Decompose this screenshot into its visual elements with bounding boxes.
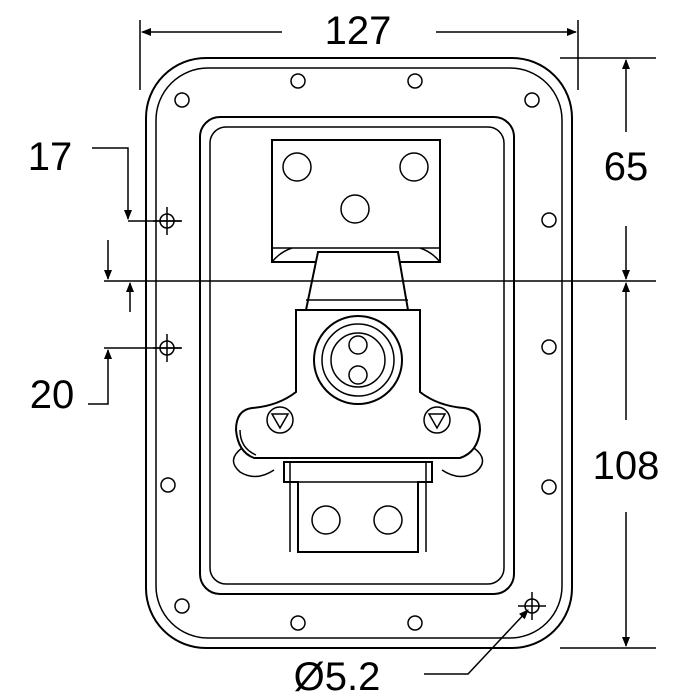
mounting-holes <box>160 73 557 631</box>
mounting-hole <box>174 92 190 108</box>
upper-height-dimension: 65 <box>560 57 656 280</box>
keeper-bracket <box>271 139 441 263</box>
hinge-hole <box>373 505 403 535</box>
hole-diameter-dimension: Ø5.2 <box>294 609 529 699</box>
upper-height-label: 65 <box>604 145 649 189</box>
upper-offset-dimension: 17 <box>28 135 182 280</box>
mounting-hole <box>524 92 540 108</box>
mounting-hole <box>174 598 190 614</box>
mounting-hole <box>290 73 306 89</box>
keeper-hole <box>399 152 429 182</box>
lower-offset-label: 20 <box>30 373 75 417</box>
pivot-rivet <box>266 406 294 434</box>
hole-diameter-label: Ø5.2 <box>294 655 381 699</box>
mounting-hole <box>541 479 557 495</box>
hinge-hole <box>311 505 341 535</box>
lower-height-label: 108 <box>593 444 660 488</box>
keeper-hole <box>340 194 370 224</box>
width-label: 127 <box>325 9 392 53</box>
width-dimension: 127 <box>139 9 579 90</box>
mounting-hole <box>541 212 557 228</box>
mounting-hole <box>407 615 423 631</box>
mounting-hole <box>407 73 423 89</box>
keeper-hole <box>282 152 312 182</box>
lower-height-dimension: 108 <box>560 282 660 649</box>
lower-offset-dimension: 20 <box>30 282 182 417</box>
reference-hole-diameter <box>518 592 546 620</box>
pivot-rivet <box>423 406 451 434</box>
mounting-hole <box>541 339 557 355</box>
mounting-hole <box>160 477 176 493</box>
flange-plate <box>145 57 573 649</box>
mounting-hole <box>290 615 306 631</box>
recessed-dish <box>199 116 515 595</box>
upper-offset-label: 17 <box>28 135 73 179</box>
lock-cylinder <box>313 315 403 405</box>
hinge-bracket <box>283 461 433 553</box>
